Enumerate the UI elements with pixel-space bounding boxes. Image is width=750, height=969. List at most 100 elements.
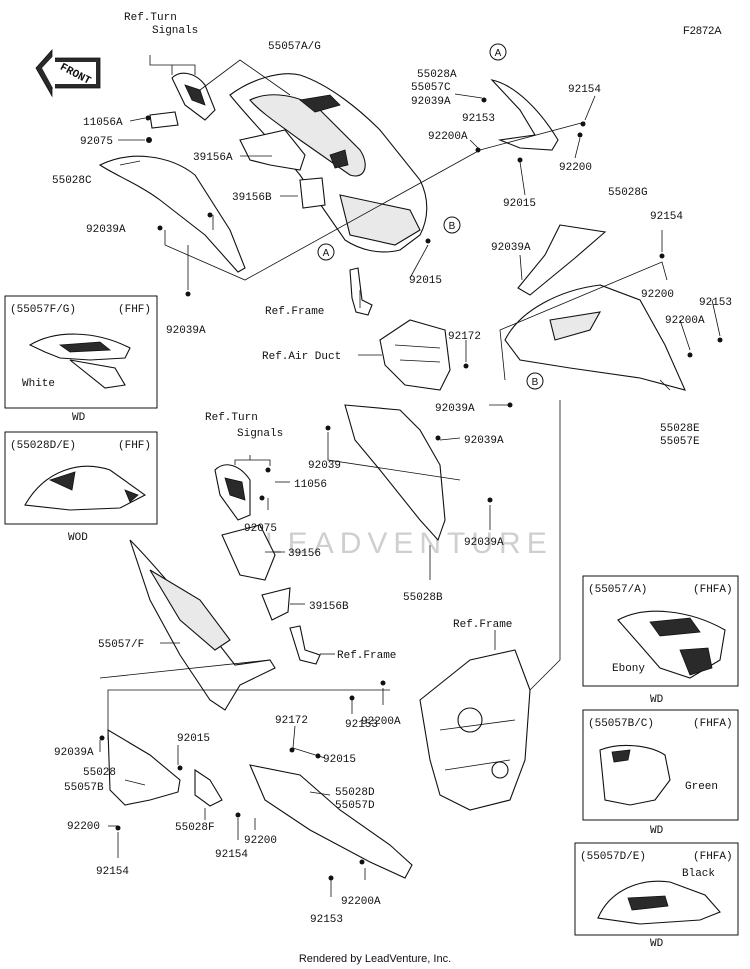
svg-text:Green: Green bbox=[685, 781, 718, 793]
frame-part[interactable] bbox=[419, 649, 531, 811]
label-11056: 11056 bbox=[294, 479, 327, 491]
front-arrow-icon: FRONT bbox=[35, 48, 101, 98]
label-11056a: 11056A bbox=[83, 117, 123, 129]
svg-text:B: B bbox=[449, 221, 456, 232]
label-92039a-mid: 92039A bbox=[435, 403, 475, 415]
label-ref-frame-low: Ref.Frame bbox=[453, 619, 512, 631]
label-39156a: 39156A bbox=[193, 152, 233, 164]
duct-39156-part[interactable] bbox=[221, 524, 276, 581]
label-55057ag: 55057A/G bbox=[268, 41, 321, 53]
label-ref-frame-mid: Ref.Frame bbox=[337, 650, 396, 662]
label-92039a-left: 92039A bbox=[86, 224, 126, 236]
bottom-panel-55028d-part[interactable] bbox=[249, 764, 413, 879]
svg-text:(FHFA): (FHFA) bbox=[693, 718, 733, 730]
label-92153-bottom: 92153 bbox=[310, 914, 343, 926]
label-55028e: 55028E bbox=[660, 423, 700, 435]
svg-text:(55057D/E): (55057D/E) bbox=[580, 851, 646, 863]
inner-panel-55028b-part[interactable] bbox=[344, 404, 446, 542]
inset-55057a: (55057/A) (FHFA) Ebony WD bbox=[582, 575, 739, 706]
callout-b-right: B bbox=[526, 372, 544, 390]
label-signals-mid: Signals bbox=[237, 428, 283, 440]
label-ref-turn-top: Ref.Turn bbox=[124, 12, 177, 24]
label-92039a-low: 92039A bbox=[54, 747, 94, 759]
left-panel-55028c-part[interactable] bbox=[98, 155, 246, 273]
label-92200-low-left: 92200 bbox=[67, 821, 100, 833]
duct-39156b-mid-part[interactable] bbox=[261, 587, 291, 621]
panel-55028g-part[interactable] bbox=[517, 224, 607, 296]
leader-lines bbox=[99, 55, 721, 897]
label-39156: 39156 bbox=[288, 548, 321, 560]
svg-text:WD: WD bbox=[650, 694, 664, 706]
label-55028a: 55028A bbox=[417, 69, 457, 81]
turn-signal-top-part[interactable] bbox=[149, 72, 216, 129]
label-92154-right: 92154 bbox=[650, 211, 683, 223]
svg-text:(55057F/G): (55057F/G) bbox=[10, 304, 76, 316]
callout-a-mid: A bbox=[317, 243, 335, 261]
diagram-code: F2872A bbox=[683, 25, 722, 37]
label-ref-turn-mid: Ref.Turn bbox=[205, 412, 258, 424]
callout-b-mid: B bbox=[443, 216, 461, 234]
label-92039a-mid3: 92039A bbox=[464, 537, 504, 549]
label-ref-air-duct: Ref.Air Duct bbox=[262, 351, 341, 363]
label-92200-low: 92200 bbox=[244, 835, 277, 847]
label-92039a-bottom-left: 92039A bbox=[166, 325, 206, 337]
svg-text:A: A bbox=[495, 48, 502, 59]
label-92200a-right: 92200A bbox=[665, 315, 705, 327]
inset-55057fg: (55057F/G) (FHF) White WD bbox=[4, 295, 158, 424]
label-92200a-low: 92200A bbox=[361, 716, 401, 728]
label-92153-top: 92153 bbox=[462, 113, 495, 125]
label-92039a-right: 92039A bbox=[491, 242, 531, 254]
label-92172-low: 92172 bbox=[275, 715, 308, 727]
inset-55057de: (55057D/E) (FHFA) Black WD bbox=[574, 842, 739, 950]
lower-cowl-55057f-part[interactable] bbox=[129, 539, 276, 711]
frame-bracket-mid-part[interactable] bbox=[289, 625, 321, 665]
label-55028b: 55028B bbox=[403, 592, 443, 604]
duct-39156a-part[interactable] bbox=[239, 129, 306, 171]
svg-text:WD: WD bbox=[72, 412, 86, 424]
label-39156b: 39156B bbox=[232, 192, 272, 204]
label-92154-top: 92154 bbox=[568, 84, 601, 96]
label-55028d-low: 55028D bbox=[335, 787, 375, 799]
label-55057d-low: 55057D bbox=[335, 800, 375, 812]
label-92039a-mid2: 92039A bbox=[464, 435, 504, 447]
upper-cowl-part[interactable] bbox=[229, 73, 428, 253]
label-92075-top: 92075 bbox=[80, 136, 113, 148]
svg-text:WD: WD bbox=[650, 825, 664, 837]
svg-text:Ebony: Ebony bbox=[612, 663, 645, 675]
right-panel-55028a-part[interactable] bbox=[490, 79, 559, 151]
label-92200-right: 92200 bbox=[641, 289, 674, 301]
watermark: LEADVENTURE bbox=[265, 527, 553, 560]
label-55028f: 55028F bbox=[175, 822, 215, 834]
label-92075-mid: 92075 bbox=[244, 523, 277, 535]
part-labels: Ref.Turn Signals 55057A/G 11056A 92075 3… bbox=[52, 12, 732, 926]
label-39156b-mid: 39156B bbox=[309, 601, 349, 613]
bracket-55028f-part[interactable] bbox=[194, 768, 223, 807]
footer-credit: Rendered by LeadVenture, Inc. bbox=[299, 953, 451, 965]
label-92153-right: 92153 bbox=[699, 297, 732, 309]
label-55028c: 55028C bbox=[52, 175, 92, 187]
turn-signal-mid-part[interactable] bbox=[214, 464, 251, 521]
svg-text:(FHF): (FHF) bbox=[118, 440, 151, 452]
svg-text:(FHFA): (FHFA) bbox=[693, 584, 733, 596]
inset-55057bc: (55057B/C) (FHFA) Green WD bbox=[582, 709, 739, 837]
svg-text:(55057/A): (55057/A) bbox=[588, 584, 647, 596]
svg-text:(FHF): (FHF) bbox=[118, 304, 151, 316]
label-55057e: 55057E bbox=[660, 436, 700, 448]
label-92039-mid: 92039 bbox=[308, 460, 341, 472]
svg-text:(55057B/C): (55057B/C) bbox=[588, 718, 654, 730]
label-55028g: 55028G bbox=[608, 187, 648, 199]
frame-bracket-top-part[interactable] bbox=[349, 267, 373, 316]
air-duct-part[interactable] bbox=[379, 319, 451, 391]
lower-panel-55028-part[interactable] bbox=[107, 729, 181, 806]
label-92015-mid: 92015 bbox=[409, 275, 442, 287]
inset-55028de: (55028D/E) (FHF) WOD bbox=[4, 431, 158, 544]
label-92154-low-left: 92154 bbox=[96, 866, 129, 878]
label-92015-low2: 92015 bbox=[323, 754, 356, 766]
svg-text:WD: WD bbox=[650, 938, 664, 950]
label-92015-low: 92015 bbox=[177, 733, 210, 745]
svg-text:White: White bbox=[22, 378, 55, 390]
label-92172-mid: 92172 bbox=[448, 331, 481, 343]
duct-39156b-part[interactable] bbox=[299, 177, 326, 209]
label-55057f: 55057/F bbox=[98, 639, 144, 651]
